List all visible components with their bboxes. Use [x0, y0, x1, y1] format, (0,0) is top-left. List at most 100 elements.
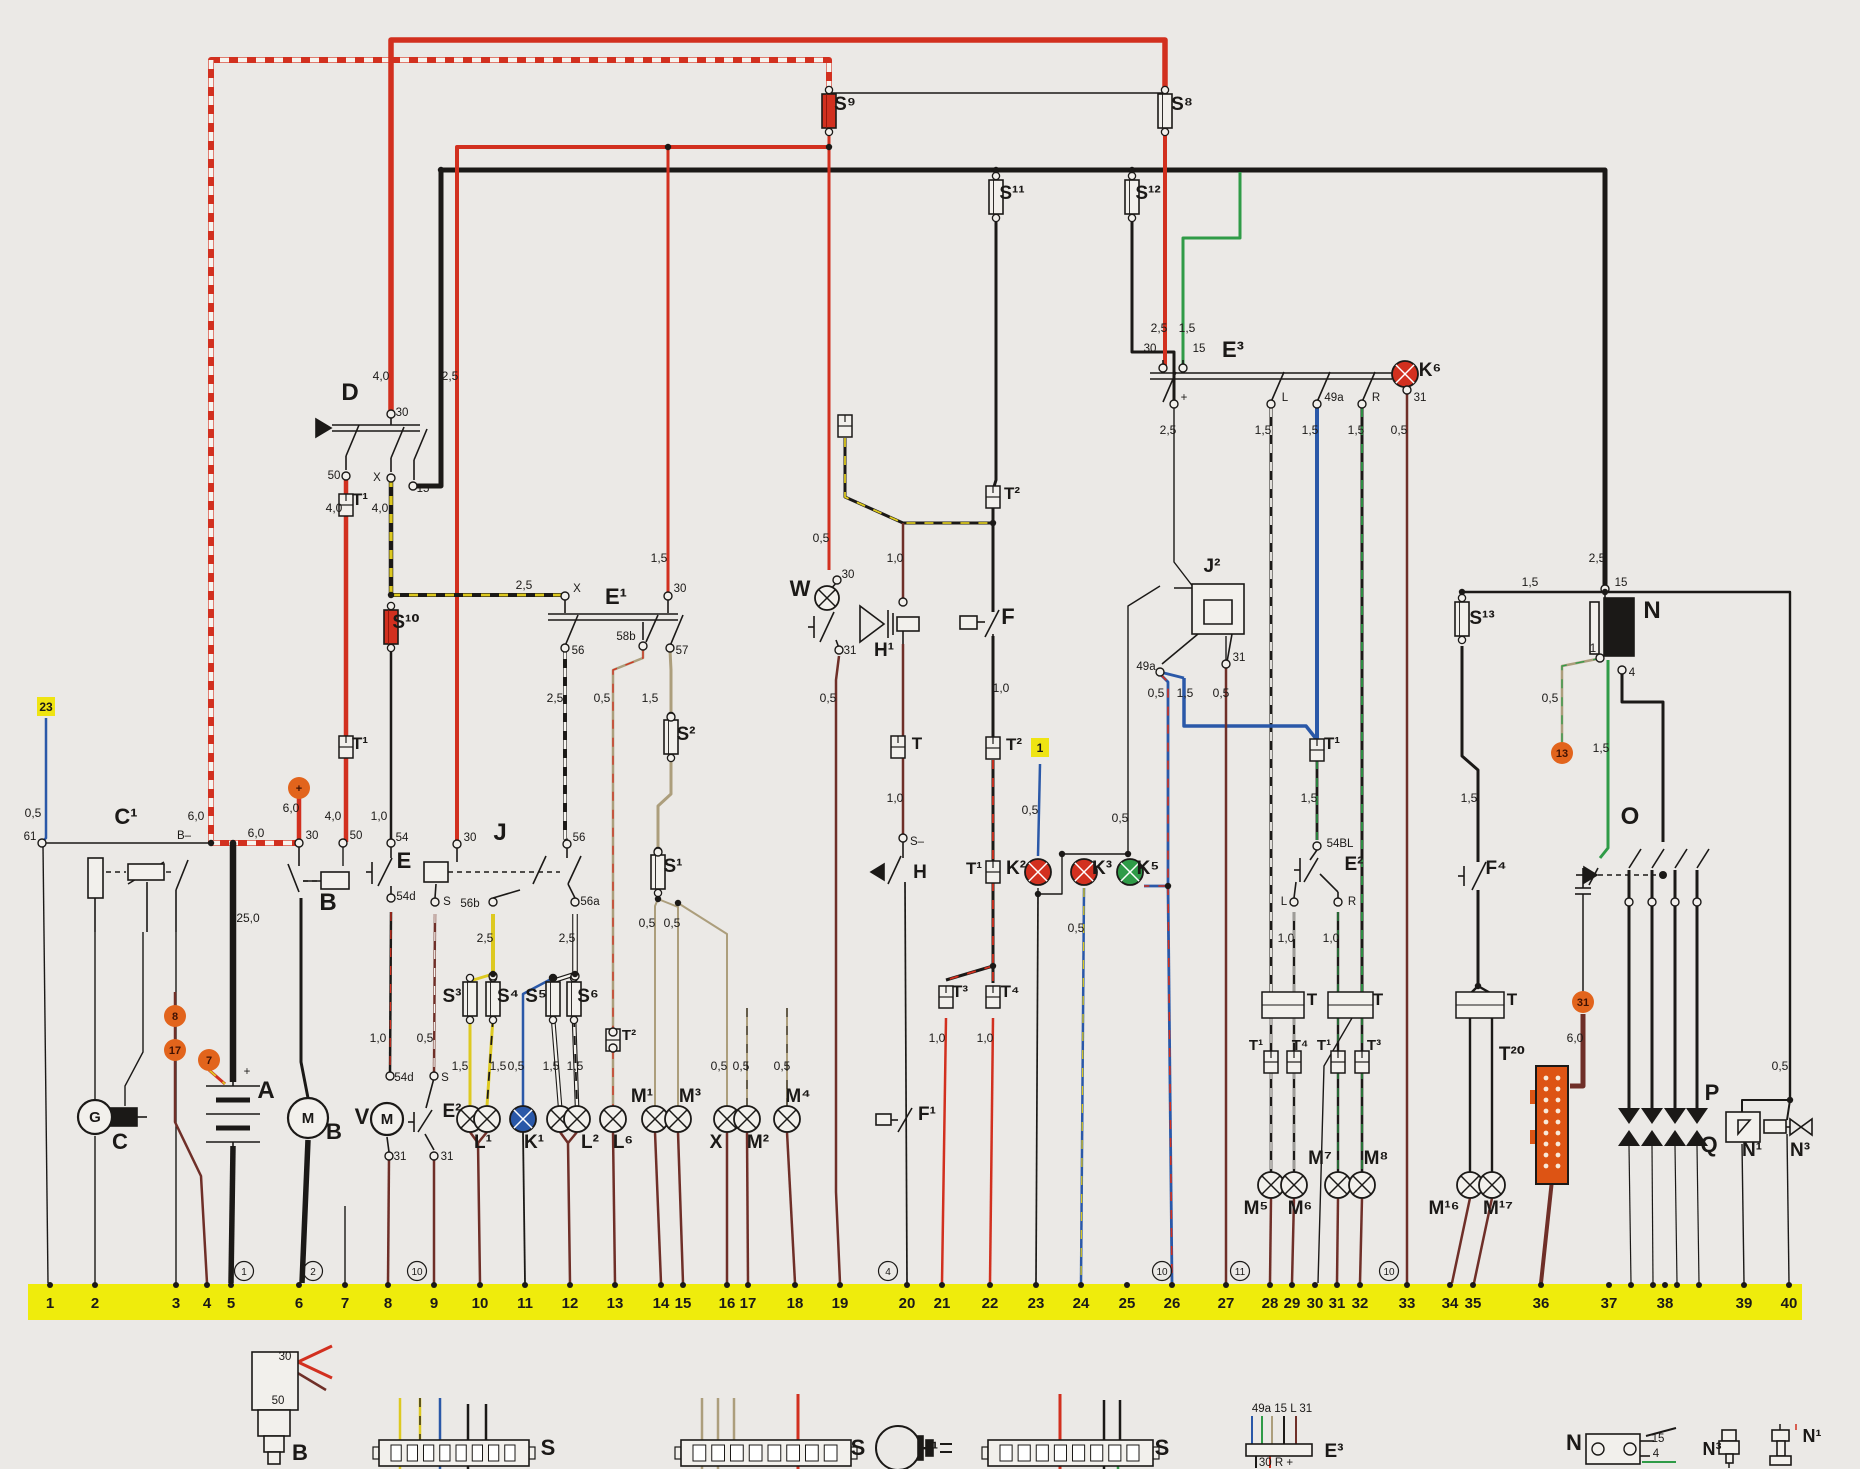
fuse-terminal: [1127, 171, 1137, 181]
fuse-strip-cell: [1072, 1444, 1086, 1462]
label: 58b: [616, 631, 635, 643]
label: T¹: [966, 859, 982, 878]
symbol-rect: [1718, 1440, 1740, 1455]
lamp-cross: [1482, 1175, 1502, 1195]
wire-stripe: [1144, 673, 1169, 887]
wire: [1786, 1099, 1791, 1121]
terminal: [638, 641, 648, 651]
label: 31: [1233, 652, 1246, 664]
label: 23: [39, 700, 53, 714]
lamp-cross: [603, 1109, 623, 1129]
terminal: [430, 897, 440, 907]
label: 31: [1577, 997, 1589, 1009]
connection-tag: [164, 1039, 186, 1061]
fuse-strip-tab: [674, 1446, 682, 1460]
label: M⁷: [1308, 1148, 1332, 1169]
track-dot: [904, 1282, 910, 1288]
terminal: [408, 481, 418, 491]
wire: [42, 845, 49, 1284]
label: 1,5: [1461, 791, 1478, 805]
label: 0,5: [1068, 921, 1085, 935]
label: 13: [607, 1295, 624, 1312]
lamp-cross: [513, 1109, 533, 1129]
label: S¹: [664, 856, 683, 877]
label: 0,5: [1542, 691, 1559, 705]
label: V: [355, 1104, 370, 1129]
symbol-rect: [1769, 1455, 1792, 1466]
label: 4,0: [372, 501, 389, 515]
lamp-cross: [1395, 364, 1415, 384]
track-dot: [1404, 1282, 1410, 1288]
label: 6,0: [283, 801, 300, 815]
t20-pin: [1555, 1130, 1561, 1136]
label: 1,0: [887, 551, 904, 565]
junction-dot: [229, 839, 237, 847]
t20-pin: [1543, 1130, 1549, 1136]
label: 50: [272, 1395, 285, 1407]
terminal: [663, 591, 673, 601]
label: S⁵: [525, 986, 547, 1007]
junction-dot: [1659, 871, 1667, 879]
terminal: [1289, 897, 1299, 907]
symbol-line: [1471, 861, 1487, 891]
label: S²: [677, 724, 696, 745]
fuse-strip-cell: [999, 1444, 1013, 1462]
track-dot: [173, 1282, 179, 1288]
fuse-strip-cell: [692, 1444, 707, 1462]
fuse-strip-cell: [786, 1444, 800, 1462]
label: 2,5: [1160, 423, 1177, 437]
wire: [522, 1131, 526, 1284]
wire: [1598, 660, 1610, 859]
label: K⁶: [1419, 360, 1441, 381]
label: T²: [1004, 484, 1020, 503]
terminal: [429, 1071, 439, 1081]
label: 0,5: [594, 691, 611, 705]
label: S: [851, 1435, 866, 1460]
track-dot: [296, 1282, 302, 1288]
track-dot: [1289, 1282, 1295, 1288]
label: 0,5: [1112, 811, 1129, 825]
symbol-line: [386, 1136, 390, 1153]
symbol-poly: [1789, 1117, 1803, 1137]
spark-plug-arrow-p: [1618, 1108, 1640, 1124]
label: 14: [653, 1295, 670, 1312]
track-dot: [658, 1282, 664, 1288]
fuse-terminal: [991, 213, 1001, 223]
label: 22: [982, 1295, 999, 1312]
label: 2,5: [1589, 551, 1606, 565]
fuse-terminal: [1127, 213, 1137, 223]
label: 32: [1352, 1295, 1369, 1312]
spark-plug-arrow-q: [1664, 1130, 1686, 1146]
spark-plug-arrow-p: [1686, 1108, 1708, 1124]
symbol-line: [1316, 371, 1331, 403]
wire: [1674, 1145, 1678, 1284]
label: 10: [411, 1267, 423, 1278]
label: X: [573, 583, 581, 595]
label: 0,5: [25, 806, 42, 820]
symbol-line: [897, 1107, 913, 1133]
symbol-rect: [1245, 1443, 1313, 1457]
track-dot: [792, 1282, 798, 1288]
track-dot: [1650, 1282, 1656, 1288]
label: L¹: [474, 1132, 492, 1153]
wire: [386, 1157, 391, 1284]
circled-ref: [406, 1260, 428, 1282]
lamp-cross: [1284, 1175, 1304, 1195]
label: S: [441, 1072, 449, 1084]
symbol-line: [1319, 873, 1339, 893]
t20-tab: [1530, 1130, 1536, 1144]
fuse-terminal: [666, 753, 676, 763]
wire: [745, 1131, 750, 1284]
wire: [1741, 1099, 1790, 1114]
fuse-terminal: [548, 1015, 558, 1025]
circled-ref: [877, 1260, 899, 1282]
symbol-line: [345, 424, 360, 457]
label: 1,5: [1179, 321, 1196, 335]
label: 1: [46, 1295, 54, 1312]
wire: [1628, 1145, 1632, 1284]
current-flow-tag: [1031, 738, 1049, 757]
terminal: [386, 409, 396, 419]
label: E³: [1325, 1441, 1344, 1462]
wire: [785, 1131, 797, 1284]
wire: [388, 37, 1168, 414]
